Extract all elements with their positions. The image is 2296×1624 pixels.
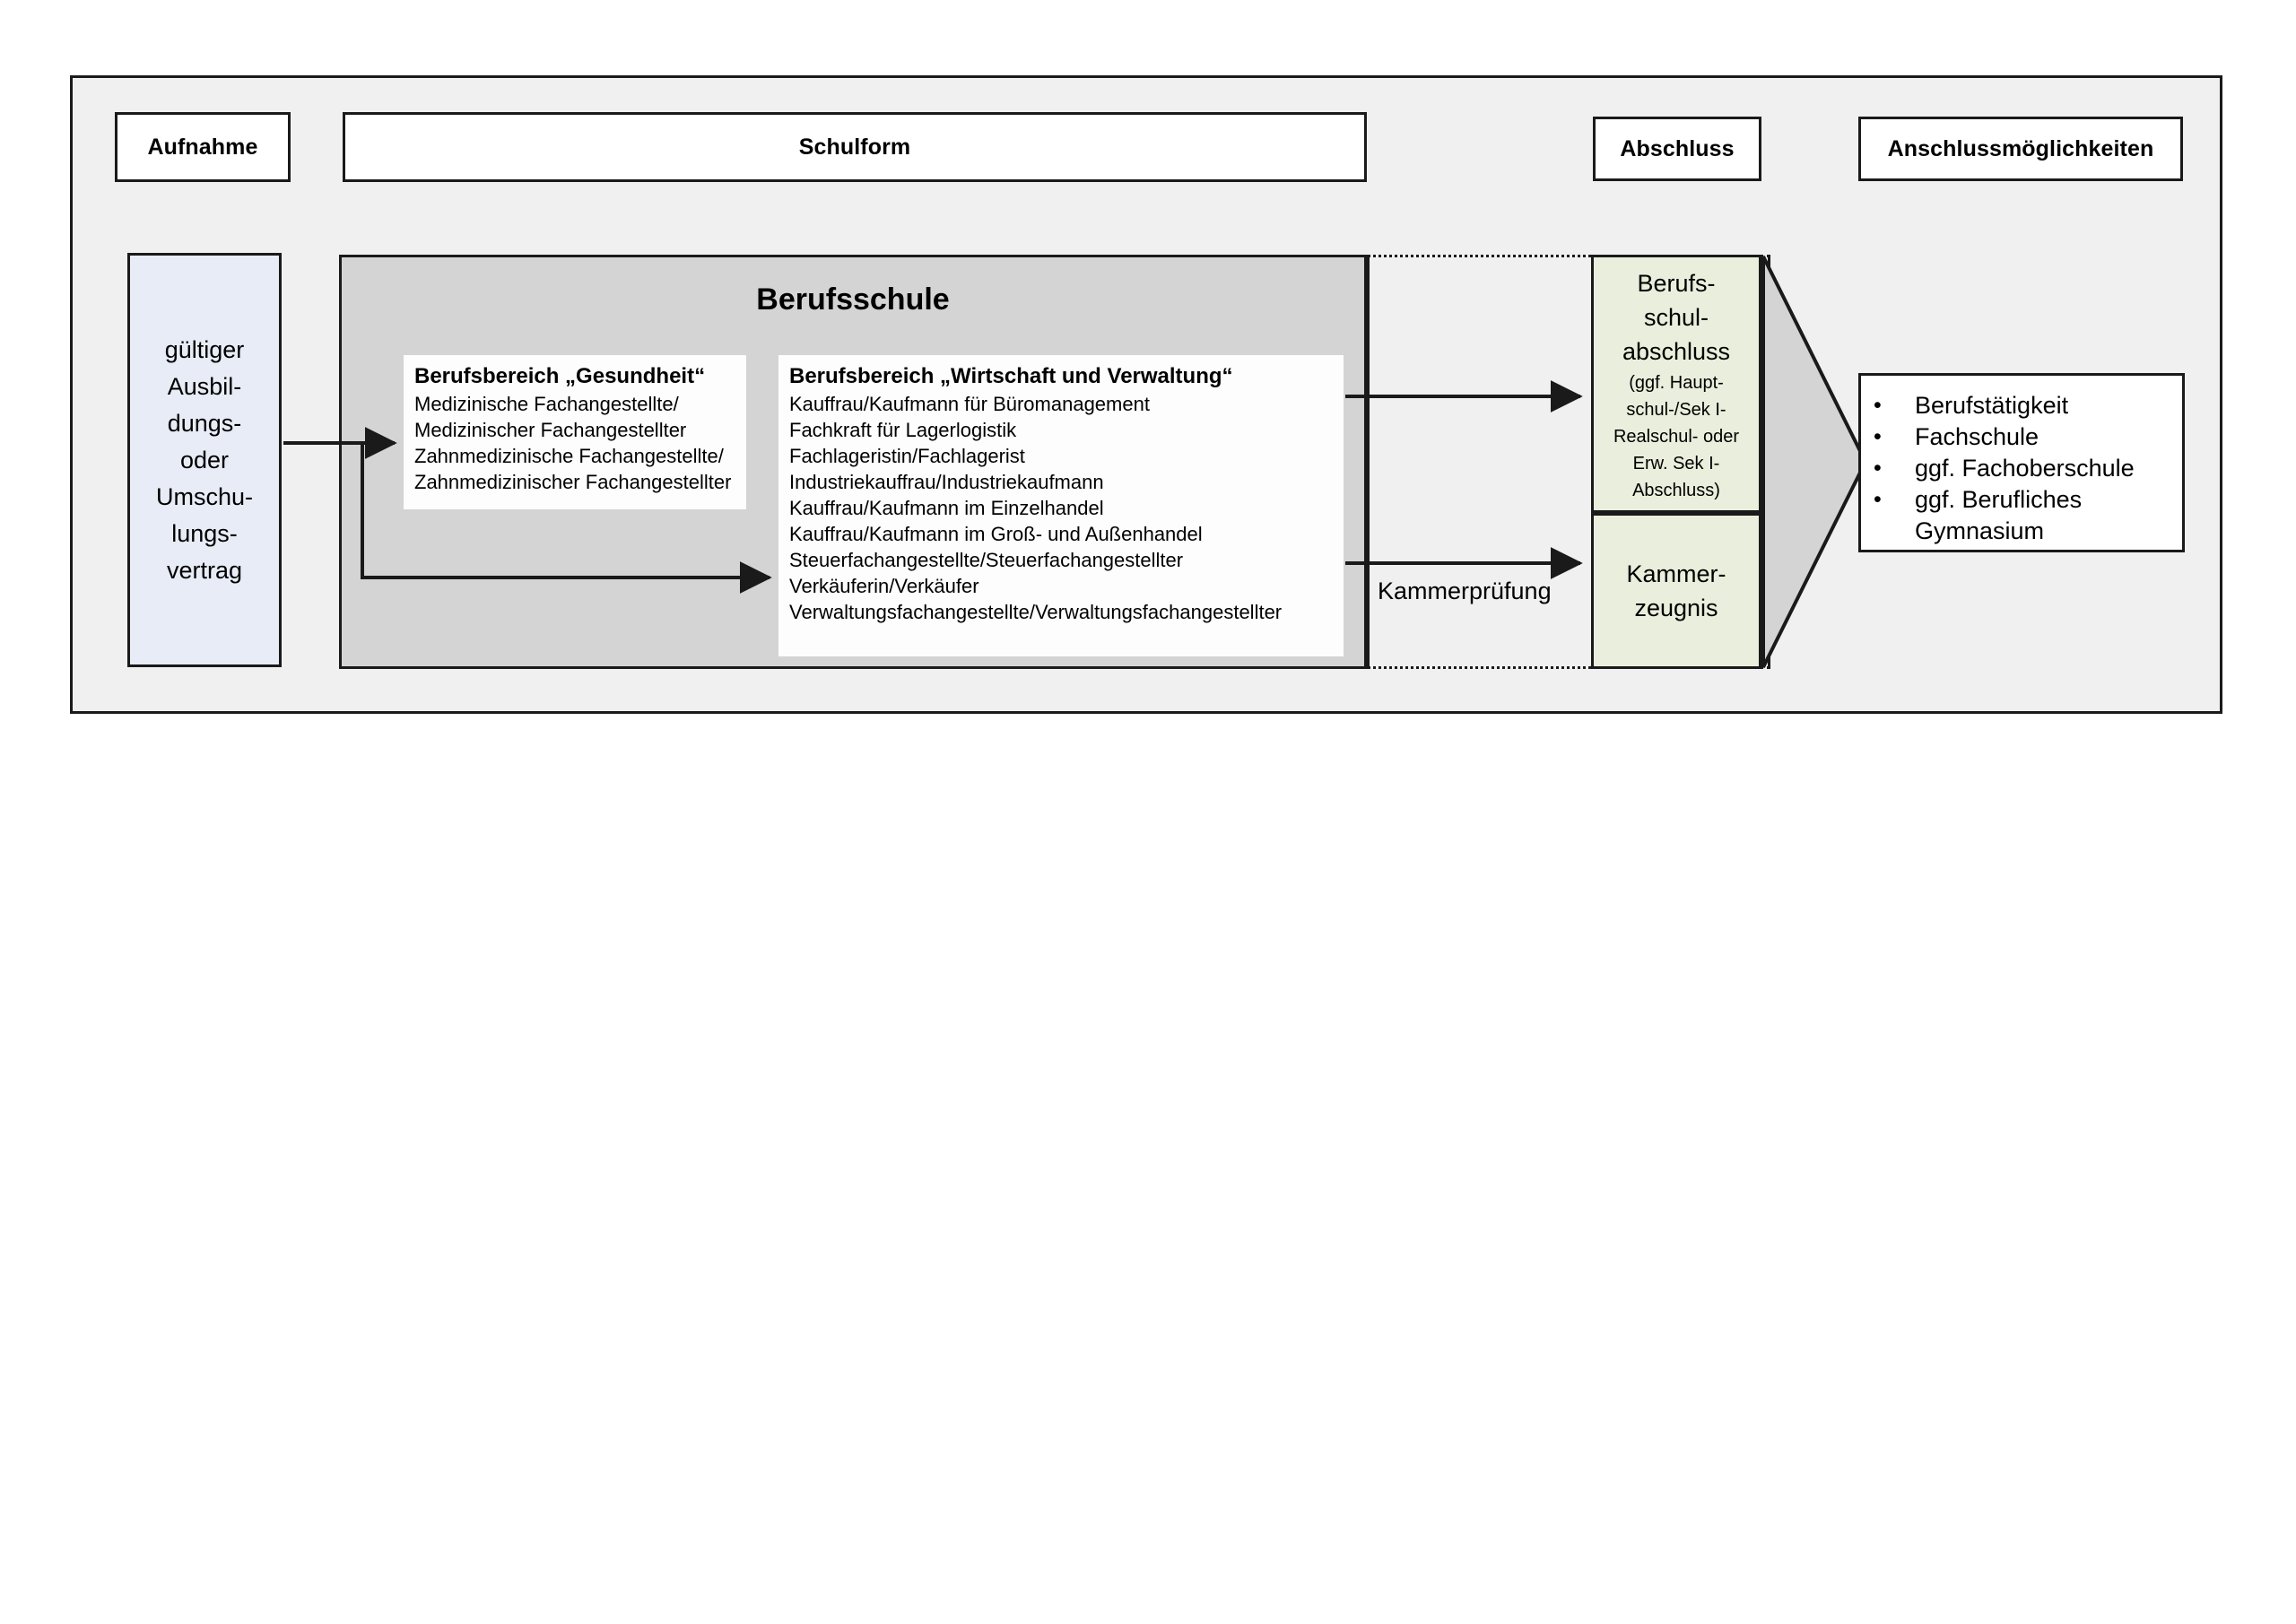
berufsbereich-wirtschaft-title: Berufsbereich „Wirtschaft und Verwaltung… xyxy=(789,364,1233,388)
bullet-icon: • xyxy=(1874,393,1882,418)
berufsbereich-gesundheit-box: Berufsbereich „Gesundheit“ Medizinische … xyxy=(404,355,746,509)
outcome-label: ggf. Berufliches Gymnasium xyxy=(1915,486,2083,544)
header-schulform: Schulform xyxy=(343,112,1367,182)
kammerzeugnis-line: Kammer- xyxy=(1626,560,1726,587)
berufsschulabschluss-main: Berufs-schul-abschluss xyxy=(1594,266,1759,369)
bullet-icon: • xyxy=(1874,456,1882,481)
berufsschulabschluss-sub-line: Erw. Sek I- xyxy=(1632,454,1720,473)
outcome-label: Berufstätigkeit xyxy=(1915,392,2069,419)
occupation-line: Steuerfachangestellte/Steuerfachangestel… xyxy=(789,549,1184,571)
kammerzeugnis-line: zeugnis xyxy=(1634,595,1718,621)
berufsbereich-gesundheit-list: Medizinische Fachangestellte/Medizinisch… xyxy=(414,391,735,495)
outcome-label: ggf. Fachoberschule xyxy=(1915,455,2135,482)
occupation-line: Zahnmedizinische Fachangestellte/ xyxy=(414,445,724,467)
entry-requirement-line: Ausbil- xyxy=(167,372,242,400)
header-abschluss: Abschluss xyxy=(1593,117,1761,181)
header-abschluss-label: Abschluss xyxy=(1620,135,1735,161)
berufsschulabschluss-line: abschluss xyxy=(1622,338,1731,365)
occupation-line: Kauffrau/Kaufmann für Büromanagement xyxy=(789,393,1150,415)
chevron-right-icon xyxy=(1761,256,1867,668)
header-anschlussmoeglichkeiten: Anschlussmöglichkeiten xyxy=(1858,117,2183,181)
kammerzeugnis-text: Kammer-zeugnis xyxy=(1626,557,1726,625)
header-schulform-label: Schulform xyxy=(798,134,911,160)
result-berufsschulabschluss: Berufs-schul-abschluss (ggf. Haupt-schul… xyxy=(1591,255,1761,513)
occupation-line: Medizinische Fachangestellte/ xyxy=(414,393,679,415)
header-aufnahme: Aufnahme xyxy=(115,112,291,182)
berufsschulabschluss-sub-line: schul-/Sek I- xyxy=(1626,400,1726,420)
entry-requirement-line: Umschu- xyxy=(155,482,253,510)
berufsschule-title: Berufsschule xyxy=(756,282,950,317)
berufsschulabschluss-sub-line: (ggf. Haupt- xyxy=(1629,373,1724,393)
occupation-line: Fachkraft für Lagerlogistik xyxy=(789,419,1017,441)
berufsschulabschluss-sub: (ggf. Haupt-schul-/Sek I- Realschul- oder… xyxy=(1594,369,1759,504)
berufsschulabschluss-sub-line: Abschluss) xyxy=(1632,481,1720,500)
occupation-line: Kauffrau/Kaufmann im Einzelhandel xyxy=(789,497,1104,519)
berufsschulabschluss-line: schul- xyxy=(1643,304,1709,331)
entry-requirement-line: vertrag xyxy=(166,556,243,584)
outcome-label: Fachschule xyxy=(1915,423,2039,450)
occupation-line: Kauffrau/Kaufmann im Groß- und Außenhand… xyxy=(789,523,1203,545)
occupation-line: Verkäuferin/Verkäufer xyxy=(789,575,979,597)
bullet-icon: • xyxy=(1874,424,1882,449)
header-anschluss-label: Anschlussmöglichkeiten xyxy=(1887,135,2154,161)
entry-requirement-line: oder xyxy=(179,446,230,473)
occupation-line: Zahnmedizinischer Fachangestellter xyxy=(414,471,732,493)
berufsbereich-wirtschaft-box: Berufsbereich „Wirtschaft und Verwaltung… xyxy=(778,355,1344,656)
anschlussmoeglichkeiten-box: • Berufstätigkeit • Fachschule • ggf. Fachobe… xyxy=(1858,373,2185,552)
bullet-icon: • xyxy=(1874,487,1882,512)
berufsbereich-gesundheit-title: Berufsbereich „Gesundheit“ xyxy=(414,364,706,388)
entry-requirement-line: lungs- xyxy=(171,519,238,547)
berufsschulabschluss-sub-line: Realschul- oder xyxy=(1613,427,1740,447)
occupation-line: Industriekauffrau/Industriekaufmann xyxy=(789,471,1104,493)
occupation-line: Medizinischer Fachangestellter xyxy=(414,419,687,441)
header-aufnahme-label: Aufnahme xyxy=(147,134,258,160)
entry-requirement-line: dungs- xyxy=(167,409,242,437)
occupation-line: Fachlageristin/Fachlagerist xyxy=(789,445,1025,467)
outcome-list-item: • Fachschule xyxy=(1874,421,2173,453)
outcome-list-item: • ggf. Berufliches Gymnasium xyxy=(1874,484,2173,547)
outcome-list-item: • ggf. Fachoberschule xyxy=(1874,453,2173,484)
berufsschulabschluss-line: Berufs- xyxy=(1637,270,1716,297)
anschlussmoeglichkeiten-list: • Berufstätigkeit • Fachschule • ggf. Fachobe… xyxy=(1874,390,2173,547)
result-kammerzeugnis: Kammer-zeugnis xyxy=(1591,513,1761,669)
entry-requirement-line: gültiger xyxy=(164,335,245,363)
occupation-line: Verwaltungsfachangestellte/Verwaltungsfa… xyxy=(789,601,1283,623)
kammerpruefung-label: Kammerprüfung xyxy=(1378,578,1552,604)
outcome-list-item: • Berufstätigkeit xyxy=(1874,390,2173,421)
